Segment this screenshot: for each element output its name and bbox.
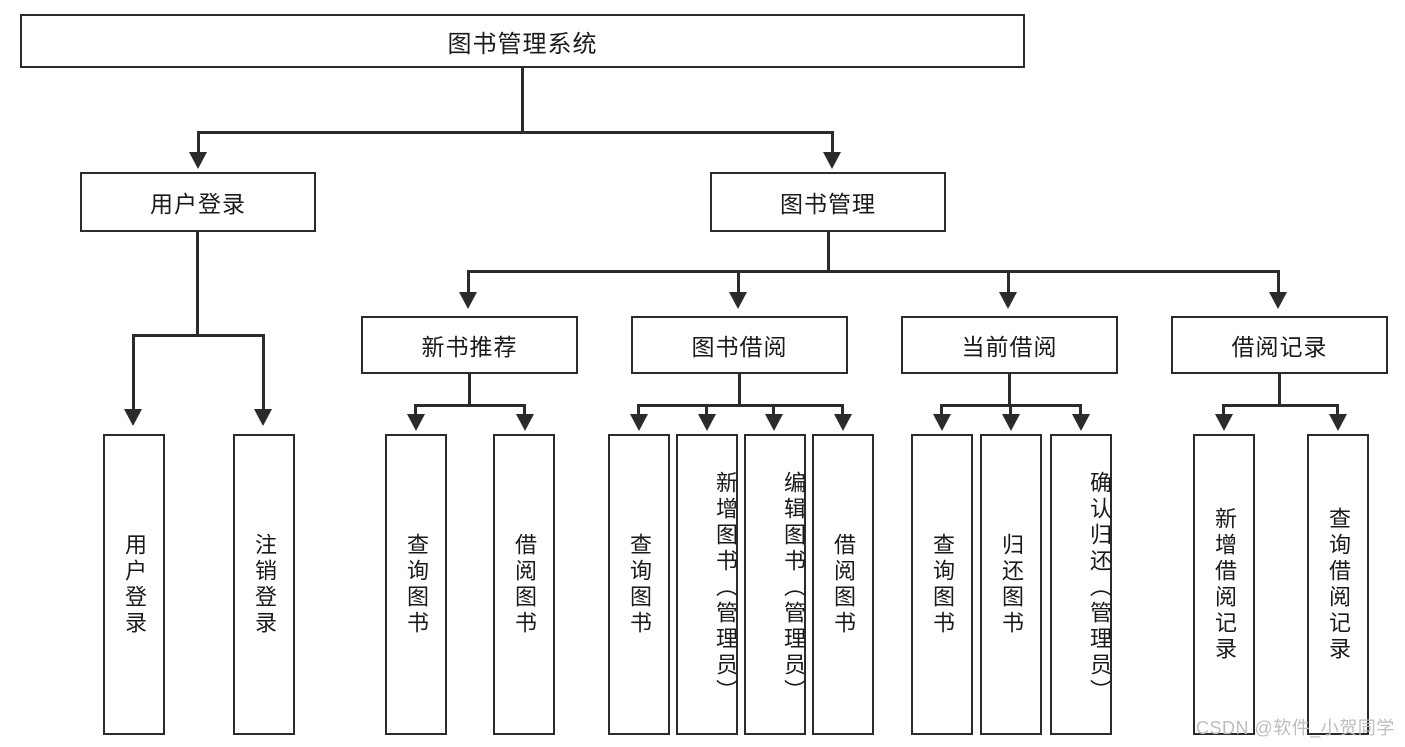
- connector-current-borrow-stem: [1008, 374, 1011, 406]
- connector-bm-to-borrow-record: [1277, 270, 1280, 294]
- leaf-logout[interactable]: 注销登录: [233, 434, 295, 735]
- connector-book-management-stem: [827, 232, 830, 272]
- leaf-borrow-book[interactable]: 借阅图书: [812, 434, 874, 735]
- arrowhead-user-login-to-leaf-1: [124, 409, 142, 426]
- arrowhead-current-borrow-to-leaf-2: [1002, 414, 1020, 431]
- arrowhead-bm-to-new-book: [459, 292, 477, 309]
- leaf-confirm-return-admin[interactable]: 确认归还（管理员）: [1050, 434, 1112, 735]
- connector-current-borrow-to-leaf-3: [1079, 404, 1082, 418]
- leaf-query-book-current[interactable]: 查询图书: [911, 434, 973, 735]
- node-book-management[interactable]: 图书管理: [710, 172, 946, 232]
- arrowhead-root-to-book-management: [823, 152, 841, 169]
- arrowhead-bm-to-current-borrow: [999, 292, 1017, 309]
- node-book-borrow[interactable]: 图书借阅: [631, 316, 848, 374]
- node-root-book-management-system[interactable]: 图书管理系统: [20, 14, 1025, 68]
- leaf-edit-book-admin[interactable]: 编辑图书（管理员）: [744, 434, 806, 735]
- connector-book-borrow-bar: [637, 404, 844, 407]
- arrowhead-book-borrow-to-leaf-1: [630, 414, 648, 431]
- arrowhead-book-borrow-to-leaf-2: [698, 414, 716, 431]
- node-user-login[interactable]: 用户登录: [80, 172, 316, 232]
- arrowhead-user-login-to-leaf-2: [254, 409, 272, 426]
- connector-current-borrow-to-leaf-1: [940, 404, 943, 418]
- arrowhead-book-borrow-to-leaf-3: [765, 414, 783, 431]
- node-new-book-recommend[interactable]: 新书推荐: [361, 316, 578, 374]
- arrowhead-bm-to-borrow-record: [1269, 292, 1287, 309]
- connector-book-management-bar: [467, 270, 1280, 273]
- connector-borrow-record-bar: [1222, 404, 1339, 407]
- connector-book-borrow-to-leaf-2: [705, 404, 708, 418]
- connector-bm-to-book-borrow: [737, 270, 740, 294]
- leaf-query-borrow-record[interactable]: 查询借阅记录: [1307, 434, 1369, 735]
- connector-root-stem: [521, 68, 524, 133]
- leaf-query-book-borrow[interactable]: 查询图书: [608, 434, 670, 735]
- connector-borrow-record-to-leaf-1: [1222, 404, 1225, 418]
- leaf-borrow-book-recommend[interactable]: 借阅图书: [493, 434, 555, 735]
- connector-bm-to-current-borrow: [1007, 270, 1010, 294]
- arrowhead-root-to-user-login: [189, 152, 207, 169]
- connector-book-borrow-to-leaf-1: [637, 404, 640, 418]
- connector-book-borrow-to-leaf-3: [772, 404, 775, 418]
- arrowhead-borrow-record-to-leaf-2: [1329, 414, 1347, 431]
- arrowhead-book-borrow-to-leaf-4: [834, 414, 852, 431]
- connector-new-book-bar: [414, 404, 526, 407]
- node-borrow-record[interactable]: 借阅记录: [1171, 316, 1388, 374]
- leaf-return-book[interactable]: 归还图书: [980, 434, 1042, 735]
- node-current-borrow[interactable]: 当前借阅: [901, 316, 1118, 374]
- connector-root-to-user-login: [197, 131, 200, 155]
- arrowhead-new-book-to-leaf-1: [407, 414, 425, 431]
- arrowhead-borrow-record-to-leaf-1: [1215, 414, 1233, 431]
- leaf-query-book-recommend[interactable]: 查询图书: [385, 434, 447, 735]
- arrowhead-current-borrow-to-leaf-1: [933, 414, 951, 431]
- arrowhead-current-borrow-to-leaf-3: [1072, 414, 1090, 431]
- connector-new-book-stem: [468, 374, 471, 406]
- connector-borrow-record-to-leaf-2: [1336, 404, 1339, 418]
- connector-bm-to-new-book: [467, 270, 470, 294]
- connector-book-borrow-stem: [738, 374, 741, 406]
- leaf-add-book-admin[interactable]: 新增图书（管理员）: [676, 434, 738, 735]
- connector-user-login-stem: [196, 232, 199, 336]
- arrowhead-bm-to-book-borrow: [729, 292, 747, 309]
- connector-root-bar: [197, 131, 834, 134]
- connector-new-book-to-leaf-2: [523, 404, 526, 418]
- connector-book-borrow-to-leaf-4: [841, 404, 844, 418]
- connector-user-login-bar: [132, 334, 265, 337]
- connector-user-login-to-leaf-2: [262, 334, 265, 412]
- leaf-add-borrow-record[interactable]: 新增借阅记录: [1193, 434, 1255, 735]
- arrowhead-new-book-to-leaf-2: [516, 414, 534, 431]
- leaf-user-login[interactable]: 用户登录: [103, 434, 165, 735]
- connector-root-to-book-management: [831, 131, 834, 155]
- connector-current-borrow-to-leaf-2: [1009, 404, 1012, 418]
- connector-borrow-record-stem: [1278, 374, 1281, 406]
- connector-new-book-to-leaf-1: [414, 404, 417, 418]
- connector-user-login-to-leaf-1: [132, 334, 135, 412]
- watermark-text: CSDN @软件_小贺同学: [1196, 718, 1395, 738]
